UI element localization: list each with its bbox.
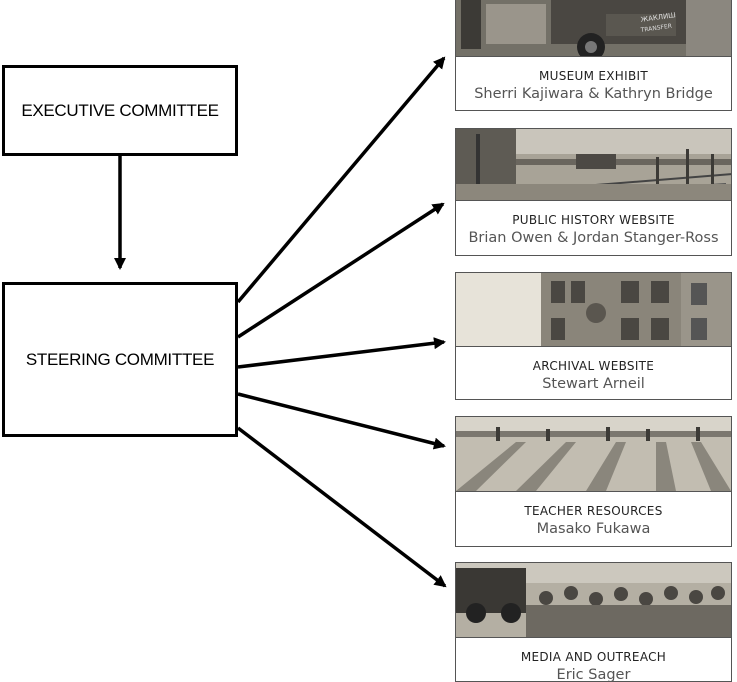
field-photo <box>456 417 731 492</box>
svg-text:TRANSFER: TRANSFER <box>639 23 672 34</box>
project-title: MUSEUM EXHIBIT <box>539 69 648 83</box>
building-photo <box>456 273 731 347</box>
crowd-photo <box>456 563 731 638</box>
executive-committee-label: EXECUTIVE COMMITTEE <box>21 100 219 120</box>
project-people: Sherri Kajiwara & Kathryn Bridge <box>474 86 713 102</box>
steering-committee-box: STEERING COMMITTEE <box>2 282 238 437</box>
project-people: Stewart Arneil <box>542 376 645 392</box>
project-card-teacher-resources: TEACHER RESOURCES Masako Fukawa <box>455 416 732 547</box>
arrow-to-public-history <box>237 202 445 339</box>
shipyard-photo <box>456 129 731 201</box>
project-card-museum-exhibit: ЖАКЛИШ TRANSFER MUSEUM EXHIBIT Sherri Ka… <box>455 0 732 111</box>
executive-committee-box: EXECUTIVE COMMITTEE <box>2 65 238 156</box>
project-card-archival-website: ARCHIVAL WEBSITE Stewart Arneil <box>455 272 732 400</box>
project-title: PUBLIC HISTORY WEBSITE <box>512 213 675 227</box>
arrow-to-museum-exhibit <box>236 56 446 304</box>
project-people: Masako Fukawa <box>536 521 651 537</box>
project-card-public-history-website: PUBLIC HISTORY WEBSITE Brian Owen & Jord… <box>455 128 732 256</box>
arrow-to-archival-website <box>237 337 446 369</box>
project-title: TEACHER RESOURCES <box>524 504 663 518</box>
project-title: MEDIA AND OUTREACH <box>520 650 667 664</box>
arrow-to-media-outreach <box>236 426 447 588</box>
project-people: Brian Owen & Jordan Stanger-Ross <box>468 230 719 246</box>
project-title: ARCHIVAL WEBSITE <box>532 359 655 373</box>
arrow-to-teacher-resources <box>237 392 446 450</box>
truck-photo: ЖАКЛИШ TRANSFER <box>456 0 731 57</box>
steering-committee-label: STEERING COMMITTEE <box>25 349 215 369</box>
project-people: Eric Sager <box>556 667 631 682</box>
project-card-media-and-outreach: MEDIA AND OUTREACH Eric Sager <box>455 562 732 682</box>
